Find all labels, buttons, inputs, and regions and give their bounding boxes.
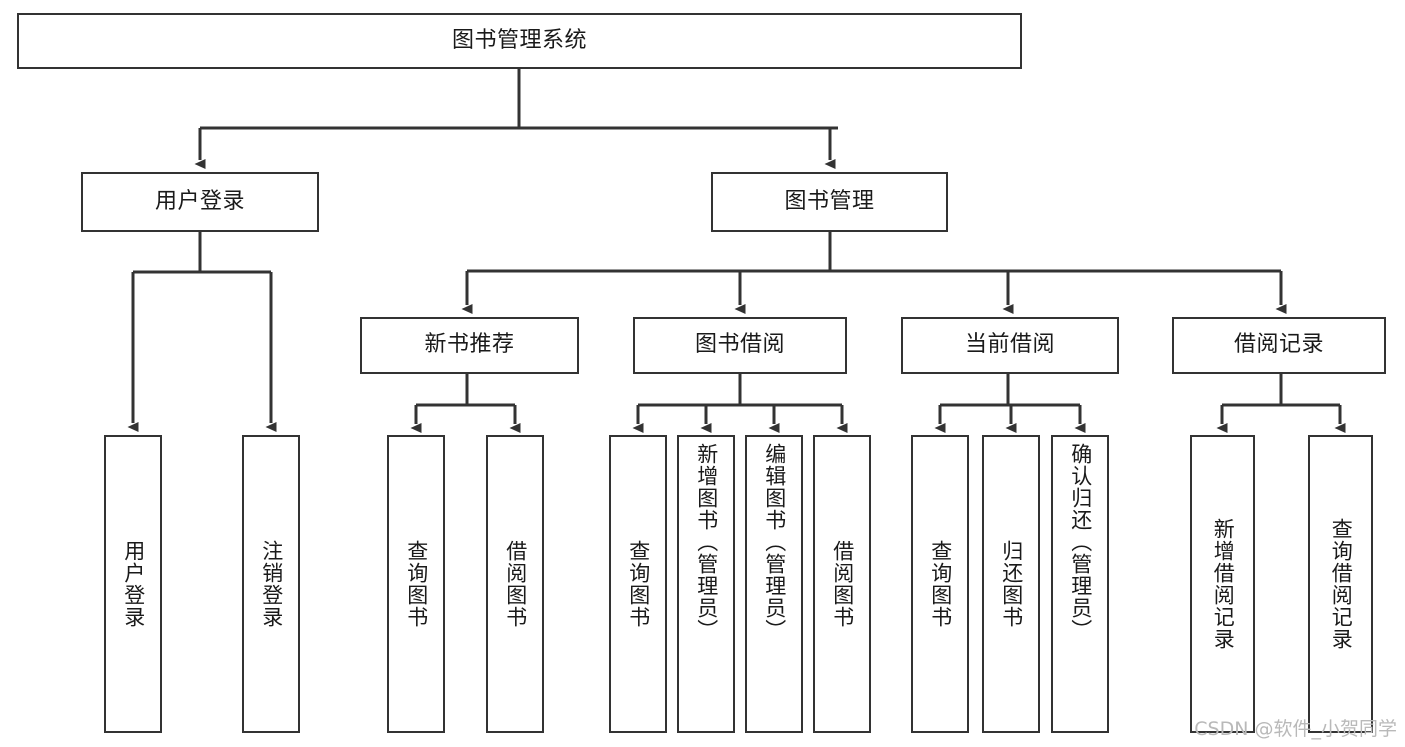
node-leaf-add-record[interactable]: 新增借阅记录 bbox=[1190, 435, 1255, 733]
node-user-login[interactable]: 用户登录 bbox=[81, 172, 319, 232]
node-leaf-edit-book[interactable]: 编辑图书（管理员） bbox=[745, 435, 803, 733]
node-current-borrow[interactable]: 当前借阅 bbox=[901, 317, 1119, 374]
node-leaf-user-login[interactable]: 用户登录 bbox=[104, 435, 162, 733]
node-root-label: 图书管理系统 bbox=[451, 27, 587, 53]
node-leaf-logout-label: 注销登录 bbox=[259, 540, 284, 628]
node-book-manage-label: 图书管理 bbox=[784, 188, 875, 214]
node-user-login-label: 用户登录 bbox=[154, 188, 245, 214]
node-borrow-record-label: 借阅记录 bbox=[1233, 332, 1324, 358]
node-leaf-query-book-cur-label: 查询图书 bbox=[928, 540, 953, 628]
node-leaf-query-record-label: 查询借阅记录 bbox=[1329, 518, 1354, 650]
node-leaf-query-book-borrow[interactable]: 查询图书 bbox=[609, 435, 667, 733]
node-leaf-query-book-rec-label: 查询图书 bbox=[404, 540, 429, 628]
node-borrow-record[interactable]: 借阅记录 bbox=[1172, 317, 1386, 374]
node-leaf-add-book[interactable]: 新增图书（管理员） bbox=[677, 435, 735, 733]
node-leaf-return-book[interactable]: 归还图书 bbox=[982, 435, 1040, 733]
node-leaf-query-book-rec[interactable]: 查询图书 bbox=[387, 435, 445, 733]
node-leaf-query-book-borrow-label: 查询图书 bbox=[626, 540, 651, 628]
node-new-book-rec-label: 新书推荐 bbox=[424, 332, 515, 358]
node-leaf-add-book-label: 新增图书（管理员） bbox=[694, 443, 719, 641]
node-book-borrow-label: 图书借阅 bbox=[694, 332, 785, 358]
node-current-borrow-label: 当前借阅 bbox=[964, 332, 1055, 358]
node-leaf-borrow-book-label: 借阅图书 bbox=[830, 540, 855, 628]
node-leaf-logout[interactable]: 注销登录 bbox=[242, 435, 300, 733]
node-leaf-borrow-book-rec[interactable]: 借阅图书 bbox=[486, 435, 544, 733]
node-book-borrow[interactable]: 图书借阅 bbox=[633, 317, 847, 374]
node-leaf-query-book-cur[interactable]: 查询图书 bbox=[911, 435, 969, 733]
node-leaf-edit-book-label: 编辑图书（管理员） bbox=[762, 443, 787, 641]
node-leaf-confirm-return[interactable]: 确认归还（管理员） bbox=[1051, 435, 1109, 733]
node-book-manage[interactable]: 图书管理 bbox=[711, 172, 948, 232]
node-new-book-rec[interactable]: 新书推荐 bbox=[360, 317, 579, 374]
node-leaf-add-record-label: 新增借阅记录 bbox=[1211, 518, 1236, 650]
node-leaf-query-record[interactable]: 查询借阅记录 bbox=[1308, 435, 1373, 733]
node-root[interactable]: 图书管理系统 bbox=[17, 13, 1022, 69]
node-leaf-borrow-book[interactable]: 借阅图书 bbox=[813, 435, 871, 733]
node-leaf-borrow-book-rec-label: 借阅图书 bbox=[503, 540, 528, 628]
node-leaf-return-book-label: 归还图书 bbox=[999, 540, 1024, 628]
node-leaf-confirm-return-label: 确认归还（管理员） bbox=[1068, 443, 1093, 641]
node-leaf-user-login-label: 用户登录 bbox=[121, 540, 146, 628]
